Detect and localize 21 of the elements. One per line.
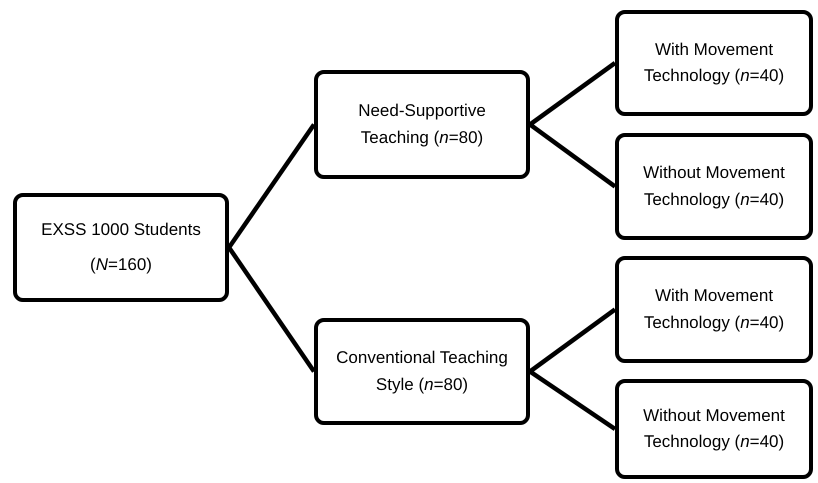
- group-box: [615, 379, 813, 479]
- connector-line: [227, 246, 316, 373]
- group-box: [615, 133, 813, 240]
- connector-line: [528, 61, 616, 126]
- connector-line: [528, 122, 616, 188]
- group-label: Without Movement Technology (n=40): [642, 162, 786, 210]
- connector-line: [227, 123, 316, 249]
- group-label: (N=160): [90, 254, 152, 276]
- group-label: Need-Supportive Teaching (n=80): [357, 100, 487, 148]
- connector-line: [528, 370, 616, 431]
- connector-line: [528, 308, 616, 374]
- group-box: [615, 256, 813, 363]
- group-label: Conventional Teaching Style (n=80): [335, 347, 509, 396]
- group-label: Without Movement Technology (n=40): [642, 404, 786, 453]
- group-box: [615, 10, 813, 116]
- group-label: With Movement Technology (n=40): [642, 38, 786, 87]
- group-label: EXSS 1000 Students: [41, 219, 201, 242]
- group-box: [314, 70, 530, 179]
- group-label: With Movement Technology (n=40): [642, 285, 786, 334]
- group-box: [314, 318, 530, 425]
- group-box: [13, 193, 229, 302]
